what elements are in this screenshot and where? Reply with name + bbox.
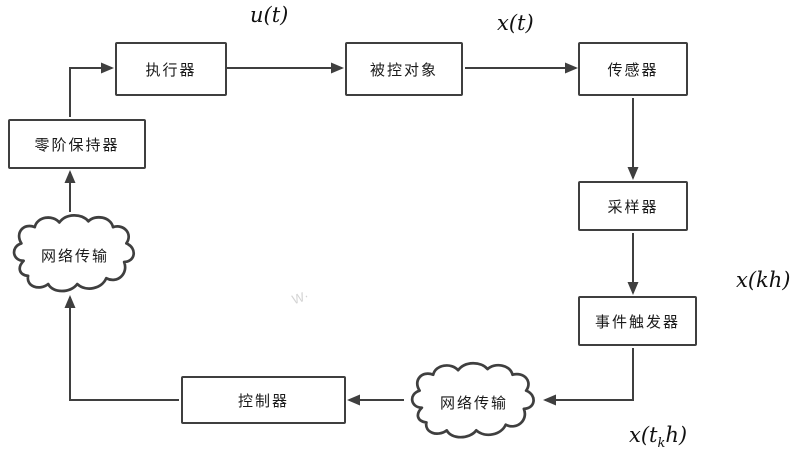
signal-label-x-kh: x(kh)	[736, 268, 791, 292]
signal-label-x-tkh-sub: k	[657, 436, 666, 452]
watermark: W·	[290, 287, 311, 308]
box-actuator: 执行器	[115, 42, 227, 96]
signal-label-x-tkh-pre: x(t	[629, 423, 658, 447]
box-sensor: 传感器	[578, 42, 688, 96]
cloud-network-bottom-label: 网络传输	[439, 394, 508, 412]
cloud-shape-icon	[410, 361, 535, 439]
cloud-network-bottom: 网络传输	[406, 360, 542, 444]
signal-label-x-tkh: x(tkh)	[629, 423, 687, 451]
cloud-network-left-label: 网络传输	[40, 247, 109, 265]
box-sampler: 采样器	[578, 181, 688, 231]
box-controller: 控制器	[181, 376, 346, 424]
signal-label-u-t: u(t)	[250, 3, 289, 27]
arrow-event-trigger-to-network-bottom	[543, 348, 634, 406]
box-zero-order-hold: 零阶保持器	[8, 119, 146, 169]
box-event-trigger: 事件触发器	[578, 296, 697, 346]
arrow-controller-to-network-left	[64, 295, 179, 401]
signal-label-x-tkh-post: h)	[665, 423, 688, 447]
arrow-zoh-to-actuator	[69, 62, 114, 117]
cloud-shape-icon	[12, 213, 135, 293]
cloud-network-left: 网络传输	[8, 212, 142, 298]
signal-label-x-t: x(t)	[497, 11, 534, 35]
box-plant: 被控对象	[345, 42, 463, 96]
